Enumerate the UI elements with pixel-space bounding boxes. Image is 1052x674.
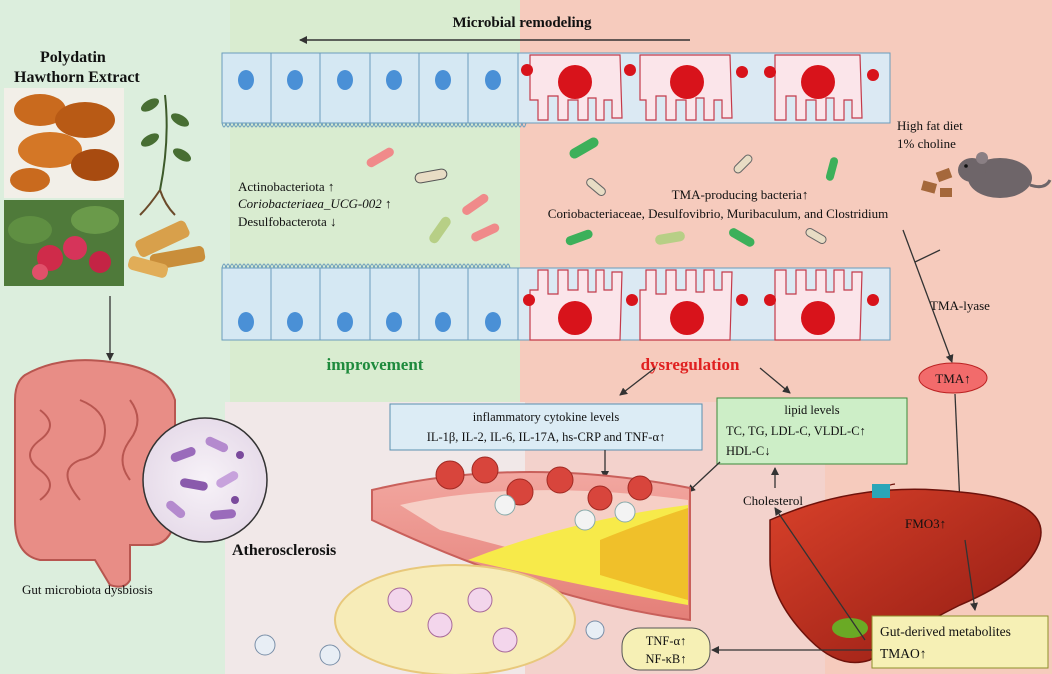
dysregulation-to-lipid-arrow <box>759 367 791 394</box>
lower-epithelium-left <box>221 263 519 341</box>
improvement-label: improvement <box>327 355 424 374</box>
tma-to-fmo3-arrow <box>954 393 964 506</box>
root-slices-illustration <box>127 220 206 278</box>
lipid-box <box>716 397 908 465</box>
tma-box <box>918 362 988 394</box>
tmao-text: TMAO↑ <box>880 646 927 661</box>
title-text: Microbial remodeling <box>452 15 592 31</box>
desulfobacterota-text: Desulfobacterota ↓ <box>238 214 337 229</box>
lipid-hdl: HDL-C↓ <box>726 444 770 458</box>
lumen-bacteria <box>366 137 839 247</box>
actinobacteriota-text: Actinobacteriota ↑ <box>238 179 334 194</box>
lipid-title: lipid levels <box>784 403 839 417</box>
dysregulation-label: dysregulation <box>641 355 740 374</box>
tma-bacteria-text: TMA-producing bacteria↑ <box>672 187 809 202</box>
liver-illustration <box>769 483 1042 664</box>
fmo3-to-metabolites-arrow <box>964 539 978 611</box>
blood-vessel-illustration <box>254 456 691 674</box>
cholesterol-text: Cholesterol <box>743 493 803 508</box>
lipid-values: TC, TG, LDL-C, VLDL-C↑ <box>726 424 866 438</box>
upper-epithelium-left <box>221 52 527 128</box>
upper-epithelium-right <box>517 52 891 124</box>
inflammatory-box <box>389 403 703 451</box>
nfkb-text: NF-κB↑ <box>645 652 686 666</box>
tnf-text: TNF-α↑ <box>646 634 687 648</box>
liver-to-cholesterol-arrow <box>774 507 866 641</box>
tma-lyase-text: TMA-lyase <box>930 298 990 313</box>
tma-text: TMA↑ <box>935 371 970 386</box>
treatment-line1: Polydatin <box>40 49 106 66</box>
mouse-icon <box>958 152 1052 198</box>
fmo3-text: FMO3↑ <box>905 516 946 531</box>
herb-plant-illustration <box>139 94 192 216</box>
metabolites-box <box>871 615 1049 669</box>
treatment-line2: Hawthorn Extract <box>14 69 140 86</box>
food-pellets <box>920 167 953 197</box>
tma-lyase-tick <box>914 249 941 263</box>
lipid-to-vessel-arrow <box>687 461 721 493</box>
inflammatory-values: IL-1β, IL-2, IL-6, IL-17A, hs-CRP and TN… <box>427 430 666 444</box>
gut-dysbiosis-label: Gut microbiota dysbiosis <box>22 582 153 597</box>
atherosclerosis-label: Atherosclerosis <box>232 542 336 559</box>
tma-bacteria-list: Coriobacteriaceae, Desulfovibrio, Muriba… <box>548 206 888 221</box>
lower-epithelium-right <box>517 267 891 341</box>
dysregulation-to-inflam-arrow <box>619 367 656 396</box>
metabolites-title: Gut-derived metabolites <box>880 624 1011 639</box>
tma-lyase-arrow <box>902 229 954 363</box>
inflammatory-title: inflammatory cytokine levels <box>473 410 620 424</box>
tnf-box <box>621 627 711 671</box>
intestine-illustration <box>14 359 176 588</box>
microbiota-circle <box>142 417 268 543</box>
coriobacteriaea-text: Coriobacteriaea_UCG-002 ↑ <box>238 196 391 211</box>
diet-line2: 1% choline <box>897 136 956 151</box>
diet-line1: High fat diet <box>897 118 963 133</box>
hawthorn-photo <box>4 200 124 286</box>
polydatin-photo <box>4 88 124 198</box>
